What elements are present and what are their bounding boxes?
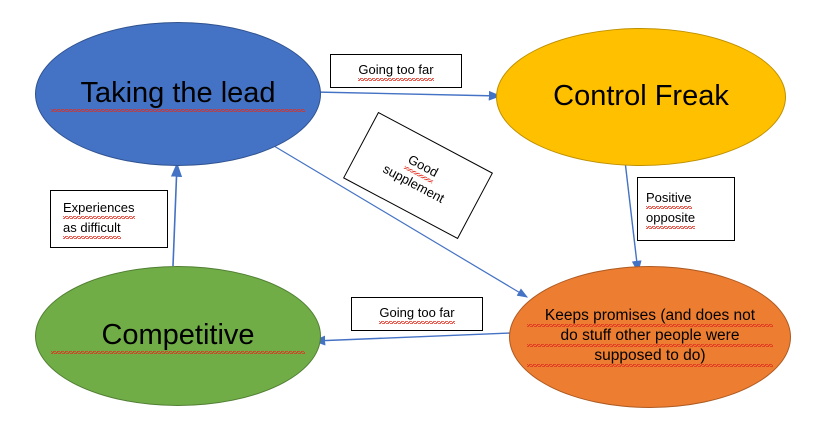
node-keeps-promises-line-3: supposed to do): [526, 346, 774, 367]
node-taking-the-lead-label: Taking the lead: [51, 75, 305, 113]
node-keeps-promises[interactable]: Keeps promises (and does not do stuff ot…: [509, 266, 791, 408]
node-taking-the-lead[interactable]: Taking the lead: [35, 22, 321, 166]
node-keeps-promises-line-2: do stuff other people were: [526, 327, 774, 347]
node-control-freak-label: Control Freak: [553, 80, 729, 113]
node-keeps-promises-label: Keeps promises (and does not do stuff ot…: [525, 307, 775, 367]
node-keeps-promises-line-1: Keeps promises (and does not: [526, 307, 774, 328]
edge-label-experiences-line-1: Experiences: [63, 199, 135, 219]
edge-label-positive-opposite[interactable]: Positive opposite: [637, 177, 735, 241]
edge-label-experiences-as-difficult[interactable]: Experiences as difficult: [50, 190, 168, 248]
edge-lead-to-control-freak: [313, 90, 502, 101]
edge-label-experiences-line-2: as difficult: [63, 219, 121, 239]
edge-label-positive-opposite-line-2: opposite: [646, 209, 696, 229]
edge-label-going-too-far-bottom-text: Going too far: [379, 304, 455, 324]
edge-label-going-too-far-top-text: Going too far: [358, 61, 434, 81]
edge-label-positive-opposite-line-1: Positive: [646, 189, 692, 209]
edge-label-good-supplement[interactable]: Good supplement: [343, 111, 493, 240]
node-competitive[interactable]: Competitive: [35, 266, 321, 406]
edge-competitive-to-lead: [170, 162, 183, 267]
edge-label-going-too-far-top[interactable]: Going too far: [330, 54, 462, 88]
edge-keeps-promises-to-competitive: [312, 332, 512, 346]
edge-label-going-too-far-bottom[interactable]: Going too far: [351, 297, 483, 331]
node-control-freak[interactable]: Control Freak: [496, 28, 786, 166]
node-competitive-label: Competitive: [51, 317, 305, 355]
